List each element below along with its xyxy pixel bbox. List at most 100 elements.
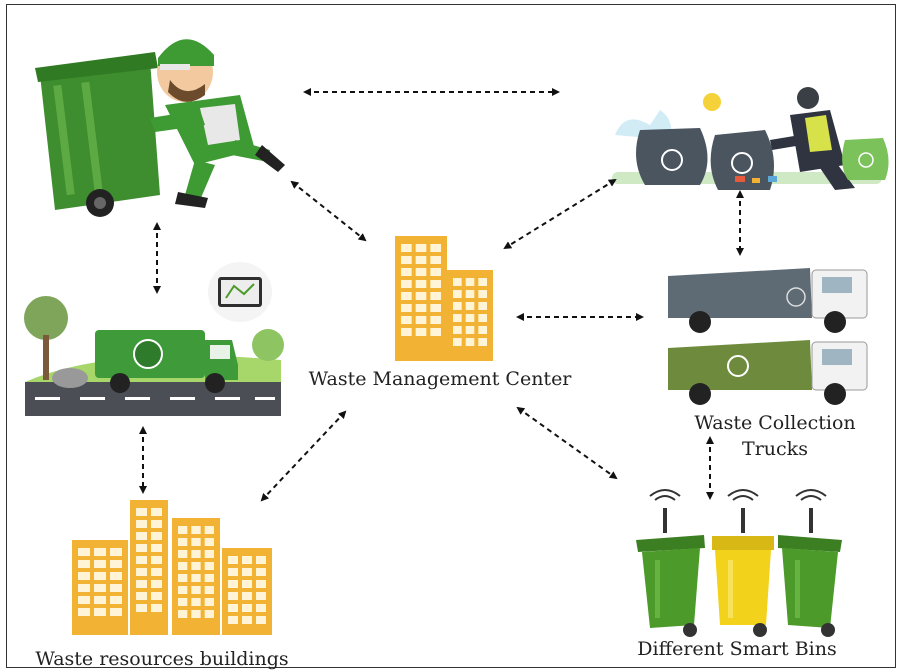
building-window [191,562,201,570]
building-window [415,292,427,300]
building-window [178,574,188,582]
building-window [453,290,462,298]
building-window [178,586,188,594]
signal-antenna-icon [649,489,681,533]
building-window [430,292,441,300]
building-window [478,302,487,310]
building-window [415,328,427,336]
building-window [228,604,238,612]
building-window [151,520,162,528]
building-window [401,256,412,264]
building-window [94,596,106,604]
building-window [136,604,147,612]
building-window [191,598,201,606]
signal-antenna-icon [727,489,759,533]
trucks-label-line2: Trucks [742,438,808,460]
connection-arrows [139,88,744,502]
waste-management-center-building [395,236,493,361]
building-window [401,316,412,324]
building-window [430,316,441,324]
building-window [465,290,475,298]
building-window [94,608,106,616]
building-window [453,338,462,346]
building-window [228,580,238,588]
building-window [110,572,122,580]
building-window [204,538,214,546]
garbage-truck-on-road-illustration [24,262,284,416]
building-window [430,256,441,264]
building-window [178,550,188,558]
building-window [256,616,266,624]
building-window [191,586,201,594]
smart-bins-label: Different Smart Bins [637,638,837,660]
building-window [242,604,252,612]
building-window [204,610,214,618]
building-window [430,280,441,288]
building-window [204,526,214,534]
building-window [256,556,266,564]
building-window [478,278,487,286]
building-window [204,598,214,606]
building-window [151,604,162,612]
building-window [430,328,441,336]
waste-management-center-label: Waste Management Center [308,368,572,390]
building-window [110,560,122,568]
building-window [453,302,462,310]
building-window [136,580,147,588]
building-window [401,292,412,300]
building-window [94,560,106,568]
building-window [94,548,106,556]
arrow-collector-to-center [503,178,617,250]
building-window [136,544,147,552]
building-window [178,562,188,570]
building-window [110,596,122,604]
arrow-worker-to-center [290,180,367,242]
center-tower-left [395,236,447,361]
building-window [204,562,214,570]
building-window [136,532,147,540]
building-window [110,608,122,616]
building-window [430,268,441,276]
resource-building-1 [72,540,128,635]
building-window [78,584,90,592]
building-window [191,550,201,558]
building-window [228,616,238,624]
building-window [94,572,106,580]
building-window [242,556,252,564]
building-window [401,328,412,336]
building-window [191,538,201,546]
building-window [136,568,147,576]
arrow-center-to-bins [516,406,618,480]
waste-resources-buildings-illustration [72,500,272,635]
building-window [415,280,427,288]
building-window [78,548,90,556]
building-window [151,580,162,588]
building-window [242,568,252,576]
building-window [430,244,441,252]
building-window [136,592,147,600]
building-window [415,256,427,264]
building-window [478,326,487,334]
building-window [256,592,266,600]
building-window [178,538,188,546]
building-window [151,544,162,552]
building-window [430,304,441,312]
building-window [151,508,162,516]
building-window [228,592,238,600]
building-window [401,244,412,252]
building-window [78,608,90,616]
building-window [465,314,475,322]
building-window [204,574,214,582]
building-window [453,278,462,286]
building-window [256,568,266,576]
waste-collection-trucks-illustration [668,268,868,405]
resource-building-4 [222,548,272,635]
building-window [151,532,162,540]
arrow-center-to-buildings [260,410,347,502]
building-window [204,586,214,594]
building-window [242,616,252,624]
building-window [478,290,487,298]
resource-building-2 [130,500,168,635]
building-window [256,580,266,588]
